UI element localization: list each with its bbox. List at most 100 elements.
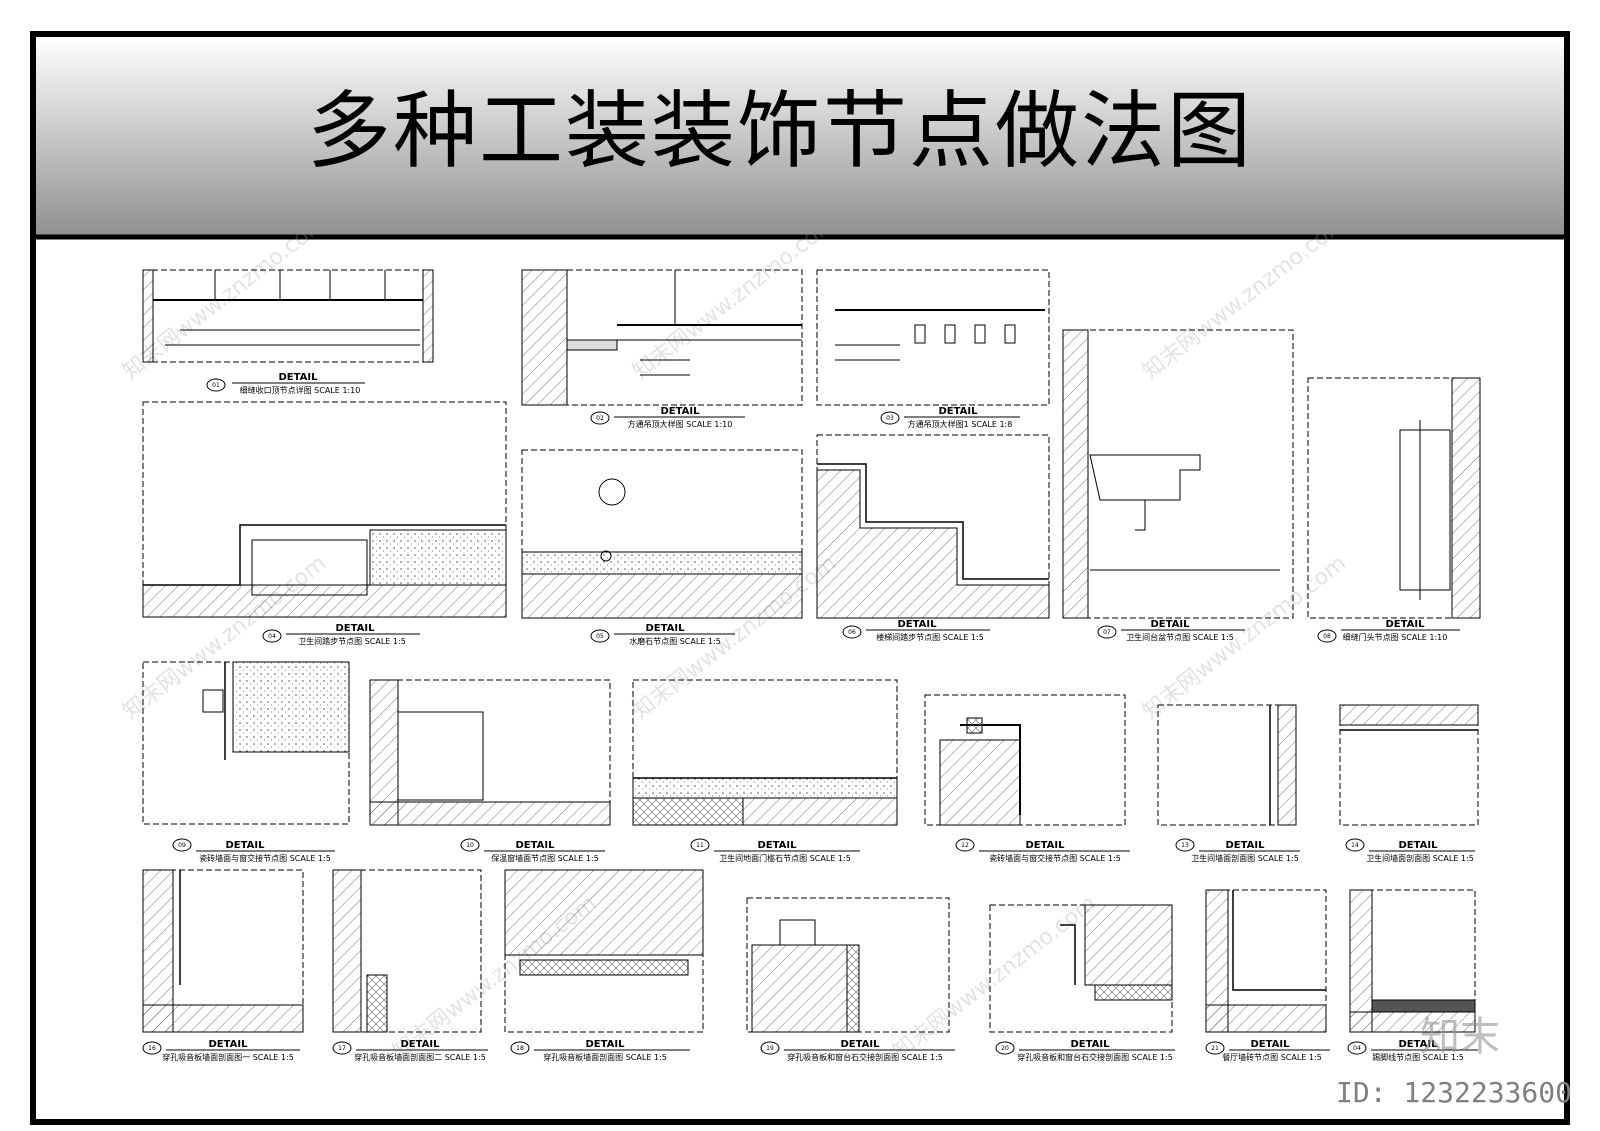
detail-caption: 餐厅墙砖节点图 SCALE 1:5 (1222, 1052, 1322, 1062)
detail-caption: 瓷砖墙面与窗交接节点图 SCALE 1:5 (199, 853, 331, 863)
detail-caption: 瓷砖墙面与窗交接节点图 SCALE 1:5 (989, 853, 1121, 863)
detail-num: 17 (338, 1045, 346, 1052)
detail-tag: DETAIL (897, 619, 937, 630)
detail-num: 10 (466, 842, 474, 849)
detail-04-drawing (142, 401, 507, 618)
detail-label-21: 21 DETAIL 餐厅墙砖节点图 SCALE 1:5 (1205, 1039, 1330, 1062)
detail-caption: 方通吊顶大样图1 SCALE 1:8 (908, 419, 1013, 429)
detail-num: 02 (596, 415, 604, 422)
detail-label-13: 13 DETAIL 卫生间墙面剖面图 SCALE 1:5 (1175, 838, 1300, 863)
detail-03-drawing (816, 269, 1050, 406)
detail-tag: DETAIL (515, 840, 555, 851)
detail-tag: DETAIL (938, 406, 978, 417)
detail-label-16: 16 DETAIL 穿孔吸音板墙面剖面图一 SCALE 1:5 (142, 1039, 300, 1062)
detail-label-17: 17 DETAIL 穿孔吸音板墙面剖面图二 SCALE 1:5 (332, 1039, 488, 1062)
detail-caption: 水磨石节点图 SCALE 1:5 (629, 636, 721, 646)
detail-19-drawing (746, 897, 950, 1033)
detail-12-drawing (924, 694, 1126, 826)
detail-tag: DETAIL (585, 1039, 625, 1050)
detail-tag: DETAIL (1250, 1039, 1290, 1050)
header-band (36, 37, 1564, 237)
detail-tag: DETAIL (335, 623, 375, 634)
detail-label-09: 09 DETAIL 瓷砖墙面与窗交接节点图 SCALE 1:5 (172, 838, 335, 863)
detail-tag: DETAIL (840, 1039, 880, 1050)
detail-num: 18 (516, 1045, 524, 1052)
detail-num: 03 (886, 415, 894, 422)
detail-caption: 穿孔吸音板和窗台石交接剖面图 SCALE 1:5 (787, 1052, 943, 1062)
detail-caption: 细缝收口顶节点详图 SCALE 1:10 (240, 385, 361, 395)
detail-num: 11 (696, 842, 704, 849)
detail-label-20: 20 DETAIL 穿孔吸音板和窗台石交接剖面图 SCALE 1:5 (995, 1039, 1175, 1062)
detail-tag: DETAIL (400, 1039, 440, 1050)
detail-label-06: 06 DETAIL 楼梯间踏步节点图 SCALE 1:5 (842, 619, 990, 642)
detail-caption: 穿孔吸音板墙面剖面图一 SCALE 1:5 (162, 1052, 294, 1062)
detail-04b-drawing (1349, 889, 1476, 1033)
detail-11-drawing (632, 679, 898, 826)
detail-label-18: 18 DETAIL 穿孔吸音板墙面剖面图 SCALE 1:5 (510, 1039, 690, 1062)
detail-label-12: 12 DETAIL 瓷砖墙面与窗交接节点图 SCALE 1:5 (955, 838, 1130, 863)
detail-05-drawing (521, 449, 803, 619)
detail-label-01: 01 DETAIL 细缝收口顶节点详图 SCALE 1:10 (206, 372, 365, 395)
detail-label-07: 07 DETAIL 卫生间台盆节点图 SCALE 1:5 (1097, 619, 1245, 642)
detail-label-04: 04 DETAIL 卫生间踏步节点图 SCALE 1:5 (262, 623, 420, 646)
detail-06-drawing (816, 434, 1050, 619)
detail-caption: 卫生间台盆节点图 SCALE 1:5 (1126, 632, 1234, 642)
detail-20-drawing (989, 904, 1173, 1033)
detail-tag: DETAIL (757, 840, 797, 851)
sheet-title: 多种工装装饰节点做法图 (307, 82, 1253, 180)
detail-16-drawing (142, 869, 304, 1033)
detail-label-19: 19 DETAIL 穿孔吸音板和窗台石交接剖面图 SCALE 1:5 (760, 1039, 955, 1062)
detail-num: 04 (1353, 1045, 1361, 1052)
detail-tag: DETAIL (660, 406, 700, 417)
detail-num: 05 (596, 633, 604, 640)
detail-tag: DETAIL (225, 840, 265, 851)
detail-num: 20 (1001, 1045, 1009, 1052)
detail-21-drawing (1205, 889, 1327, 1033)
detail-14-drawing (1339, 704, 1479, 826)
detail-caption: 保温窗墙面节点图 SCALE 1:5 (491, 853, 599, 863)
detail-tag: DETAIL (1385, 619, 1425, 630)
detail-num: 12 (961, 842, 969, 849)
image-id-label: ID: 1232233600 (1336, 1076, 1572, 1109)
detail-label-03: 03 DETAIL 方通吊顶大样图1 SCALE 1:8 (880, 406, 1020, 429)
detail-tag: DETAIL (1398, 840, 1438, 851)
detail-num: 21 (1211, 1045, 1219, 1052)
detail-num: 06 (848, 629, 856, 636)
detail-01-drawing (142, 269, 434, 363)
detail-caption: 卫生间墙面剖面图 SCALE 1:5 (1366, 853, 1474, 863)
detail-caption: 穿孔吸音板墙面剖面图二 SCALE 1:5 (354, 1052, 486, 1062)
detail-num: 13 (1181, 842, 1189, 849)
detail-num: 16 (148, 1045, 156, 1052)
detail-label-11: 11 DETAIL 卫生间地面门槛石节点图 SCALE 1:5 (690, 838, 860, 863)
detail-07-drawing (1062, 329, 1294, 619)
detail-caption: 楼梯间踏步节点图 SCALE 1:5 (876, 632, 984, 642)
detail-tag: DETAIL (1070, 1039, 1110, 1050)
detail-tag: DETAIL (645, 623, 685, 634)
detail-caption: 穿孔吸音板墙面剖面图 SCALE 1:5 (543, 1052, 667, 1062)
detail-label-14: 14 DETAIL 卫生间墙面剖面图 SCALE 1:5 (1345, 838, 1475, 863)
detail-label-10: 10 DETAIL 保温窗墙面节点图 SCALE 1:5 (460, 838, 605, 863)
detail-tag: DETAIL (1225, 840, 1265, 851)
detail-num: 04 (268, 633, 276, 640)
detail-label-05: 05 DETAIL 水磨石节点图 SCALE 1:5 (590, 623, 735, 646)
detail-caption: 方通吊顶大样图 SCALE 1:10 (628, 419, 733, 429)
detail-tag: DETAIL (208, 1039, 248, 1050)
detail-17-drawing (332, 869, 482, 1033)
detail-label-04b: 04 DETAIL 踢脚线节点图 SCALE 1:5 (1347, 1039, 1478, 1062)
detail-02-drawing (521, 269, 803, 406)
detail-num: 09 (178, 842, 186, 849)
detail-13-drawing (1157, 704, 1297, 826)
detail-num: 07 (1103, 629, 1111, 636)
detail-num: 01 (212, 382, 220, 389)
detail-tag: DETAIL (278, 372, 318, 383)
detail-caption: 细缝门头节点图 SCALE 1:10 (1343, 632, 1448, 642)
brand-logo-text: 知末 (1420, 1014, 1500, 1060)
detail-caption: 卫生间地面门槛石节点图 SCALE 1:5 (719, 853, 851, 863)
detail-09-drawing (142, 661, 350, 825)
detail-label-08: 08 DETAIL 细缝门头节点图 SCALE 1:10 (1317, 619, 1460, 643)
detail-num: 14 (1351, 842, 1359, 849)
detail-num: 19 (766, 1045, 774, 1052)
detail-08-drawing (1307, 377, 1481, 619)
detail-tag: DETAIL (1025, 840, 1065, 851)
